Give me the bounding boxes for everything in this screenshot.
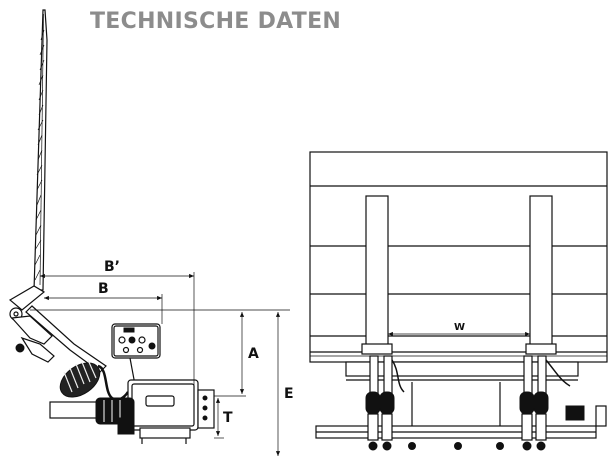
- side-body: [127, 379, 215, 444]
- front-lower-frame: [315, 361, 607, 439]
- dimension-w: W: [388, 322, 530, 337]
- front-brackets: [361, 195, 557, 355]
- side-mast: [33, 9, 48, 291]
- side-spring: [59, 359, 101, 398]
- page-title: TECHNISCHE DATEN: [90, 9, 342, 34]
- label-t: T: [223, 410, 233, 426]
- dimension-a: A: [239, 312, 259, 394]
- front-view: W: [309, 151, 608, 451]
- front-center-bolts: [408, 382, 504, 450]
- label-b: B: [98, 281, 109, 297]
- front-hose-right: [545, 359, 571, 387]
- side-hose: [97, 364, 130, 401]
- front-hose-left: [391, 359, 405, 393]
- side-base-arm: [49, 397, 135, 435]
- dimension-t: T: [214, 398, 233, 439]
- side-view: B’ B A E T: [8, 9, 294, 456]
- side-pivot-arm: [8, 285, 107, 373]
- front-blade-panel: [309, 151, 608, 363]
- front-cylinders-left: [365, 355, 395, 451]
- dimension-b-prime: B’: [40, 259, 195, 390]
- side-control-box: [111, 323, 161, 391]
- dimension-b: B: [44, 281, 163, 324]
- label-w: W: [454, 322, 465, 333]
- label-e: E: [284, 386, 294, 402]
- dimension-e: E: [275, 312, 294, 456]
- label-b-prime: B’: [104, 259, 120, 275]
- label-a: A: [248, 346, 259, 362]
- front-cylinders-right: [519, 355, 549, 451]
